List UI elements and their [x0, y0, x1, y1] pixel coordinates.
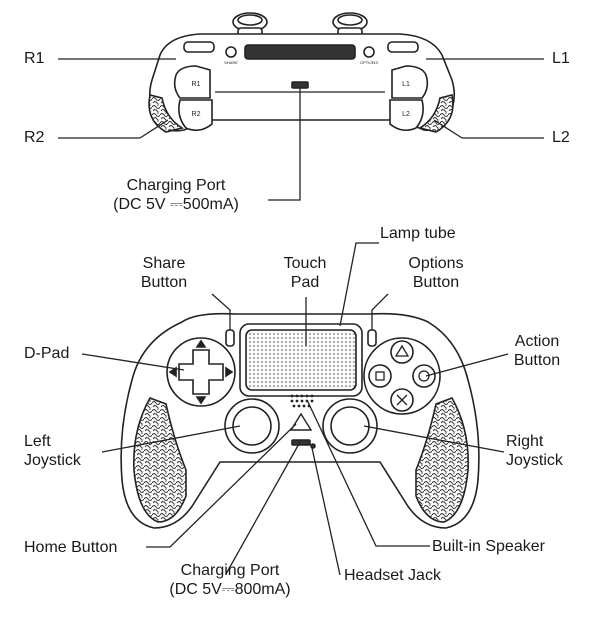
leader-left-joystick: [101, 425, 241, 453]
leader-top-charging: [268, 88, 301, 201]
home-button: [289, 412, 313, 431]
left-joystick-line1: Left: [24, 433, 51, 450]
front-charging-port-spec: (DC 5V⎓800mA): [169, 581, 291, 598]
label-left-joystick: Left Joystick: [24, 432, 81, 470]
triangle-button: [390, 340, 414, 364]
front-charging-port: [291, 439, 311, 446]
top-view-controller: [148, 12, 456, 133]
label-touch-pad: Touch Pad: [270, 254, 340, 292]
leader-speaker: [307, 401, 430, 547]
action-button-line1: Action: [514, 333, 560, 350]
label-l2: L2: [552, 129, 570, 146]
top-share-button: [225, 46, 237, 58]
label-options-button: Options Button: [398, 254, 474, 292]
label-built-in-speaker: Built-in Speaker: [432, 538, 545, 555]
leader-front-charging: [225, 441, 301, 575]
leader-action: [425, 353, 509, 377]
touch-pad-line1: Touch: [283, 255, 327, 272]
speaker-grille: [290, 394, 314, 408]
options-button-line2: Button: [412, 274, 460, 291]
label-front-charging-port: Charging Port (DC 5V⎓800mA): [140, 561, 320, 599]
dpad-down-arrow: [195, 396, 207, 405]
top-touchpad-edge: [244, 44, 356, 60]
top-l2-trigger: [389, 99, 424, 132]
left-grip-texture: [133, 397, 187, 523]
top-l1-trigger: [391, 65, 429, 99]
top-left-stick-cap: [232, 12, 268, 39]
label-lamp-tube: Lamp tube: [380, 225, 456, 242]
leader-lamp-tube: [339, 242, 379, 327]
label-top-charging-port: Charging Port (DC 5V ⎓500mA): [86, 176, 266, 214]
left-joystick-line2: Joystick: [24, 452, 81, 469]
square-icon: [375, 371, 385, 381]
front-touchpad: [245, 329, 357, 391]
leader-dpad: [81, 353, 185, 371]
leader-options: [371, 293, 389, 330]
label-action-button: Action Button: [500, 332, 574, 370]
label-right-joystick: Right Joystick: [506, 432, 563, 470]
triangle-icon: [394, 344, 410, 357]
right-grip-texture: [415, 397, 469, 523]
share-button-line2: Button: [140, 274, 188, 291]
front-view-controller: [120, 312, 480, 529]
leader-right-joystick: [363, 425, 505, 453]
top-charging-port: [291, 81, 309, 89]
label-share-button: Share Button: [126, 254, 202, 292]
label-home-button: Home Button: [24, 539, 118, 556]
top-options-tiny-label: OPTIONS: [360, 60, 378, 65]
label-r1: R1: [24, 50, 45, 67]
dpad-cross: [178, 349, 224, 395]
dpad-right-arrow: [225, 366, 234, 378]
leader-share: [211, 293, 231, 330]
top-share-tiny-label: SHARE: [224, 60, 238, 65]
dpad-up-arrow: [195, 339, 207, 348]
circle-icon: [418, 370, 430, 382]
touch-pad-line2: Pad: [290, 274, 320, 291]
top-charging-port-title: Charging Port: [126, 177, 226, 194]
leader-r2-elbow: [139, 119, 169, 139]
top-charging-port-spec: (DC 5V ⎓500mA): [113, 196, 239, 213]
label-l1: L1: [552, 50, 570, 67]
front-charging-port-title: Charging Port: [180, 562, 280, 579]
front-options-button: [367, 329, 377, 347]
top-r1-trigger: [173, 65, 211, 99]
share-button-line1: Share: [142, 255, 186, 272]
dpad-left-arrow: [168, 366, 177, 378]
top-r1-tiny-label: R1: [192, 81, 201, 88]
leader-l2-elbow: [433, 119, 463, 139]
top-r2-tiny-label: R2: [192, 111, 201, 118]
front-share-button: [225, 329, 235, 347]
top-l1-tiny-label: L1: [402, 81, 410, 88]
leader-headset: [311, 447, 341, 576]
options-button-line1: Options: [408, 255, 464, 272]
action-buttons-well: [363, 337, 441, 415]
circle-button: [412, 364, 436, 388]
label-headset-jack: Headset Jack: [344, 567, 441, 584]
top-l2-tiny-label: L2: [402, 111, 410, 118]
headset-jack: [310, 443, 316, 449]
leader-home: [146, 423, 297, 548]
right-joystick-line1: Right: [506, 433, 544, 450]
right-joystick-line2: Joystick: [506, 452, 563, 469]
top-r2-trigger: [178, 99, 213, 132]
top-options-button: [363, 46, 375, 58]
label-d-pad: D-Pad: [24, 345, 70, 362]
label-r2: R2: [24, 129, 45, 146]
action-button-line2: Button: [513, 352, 561, 369]
square-button: [368, 364, 392, 388]
cross-icon: [396, 394, 408, 406]
